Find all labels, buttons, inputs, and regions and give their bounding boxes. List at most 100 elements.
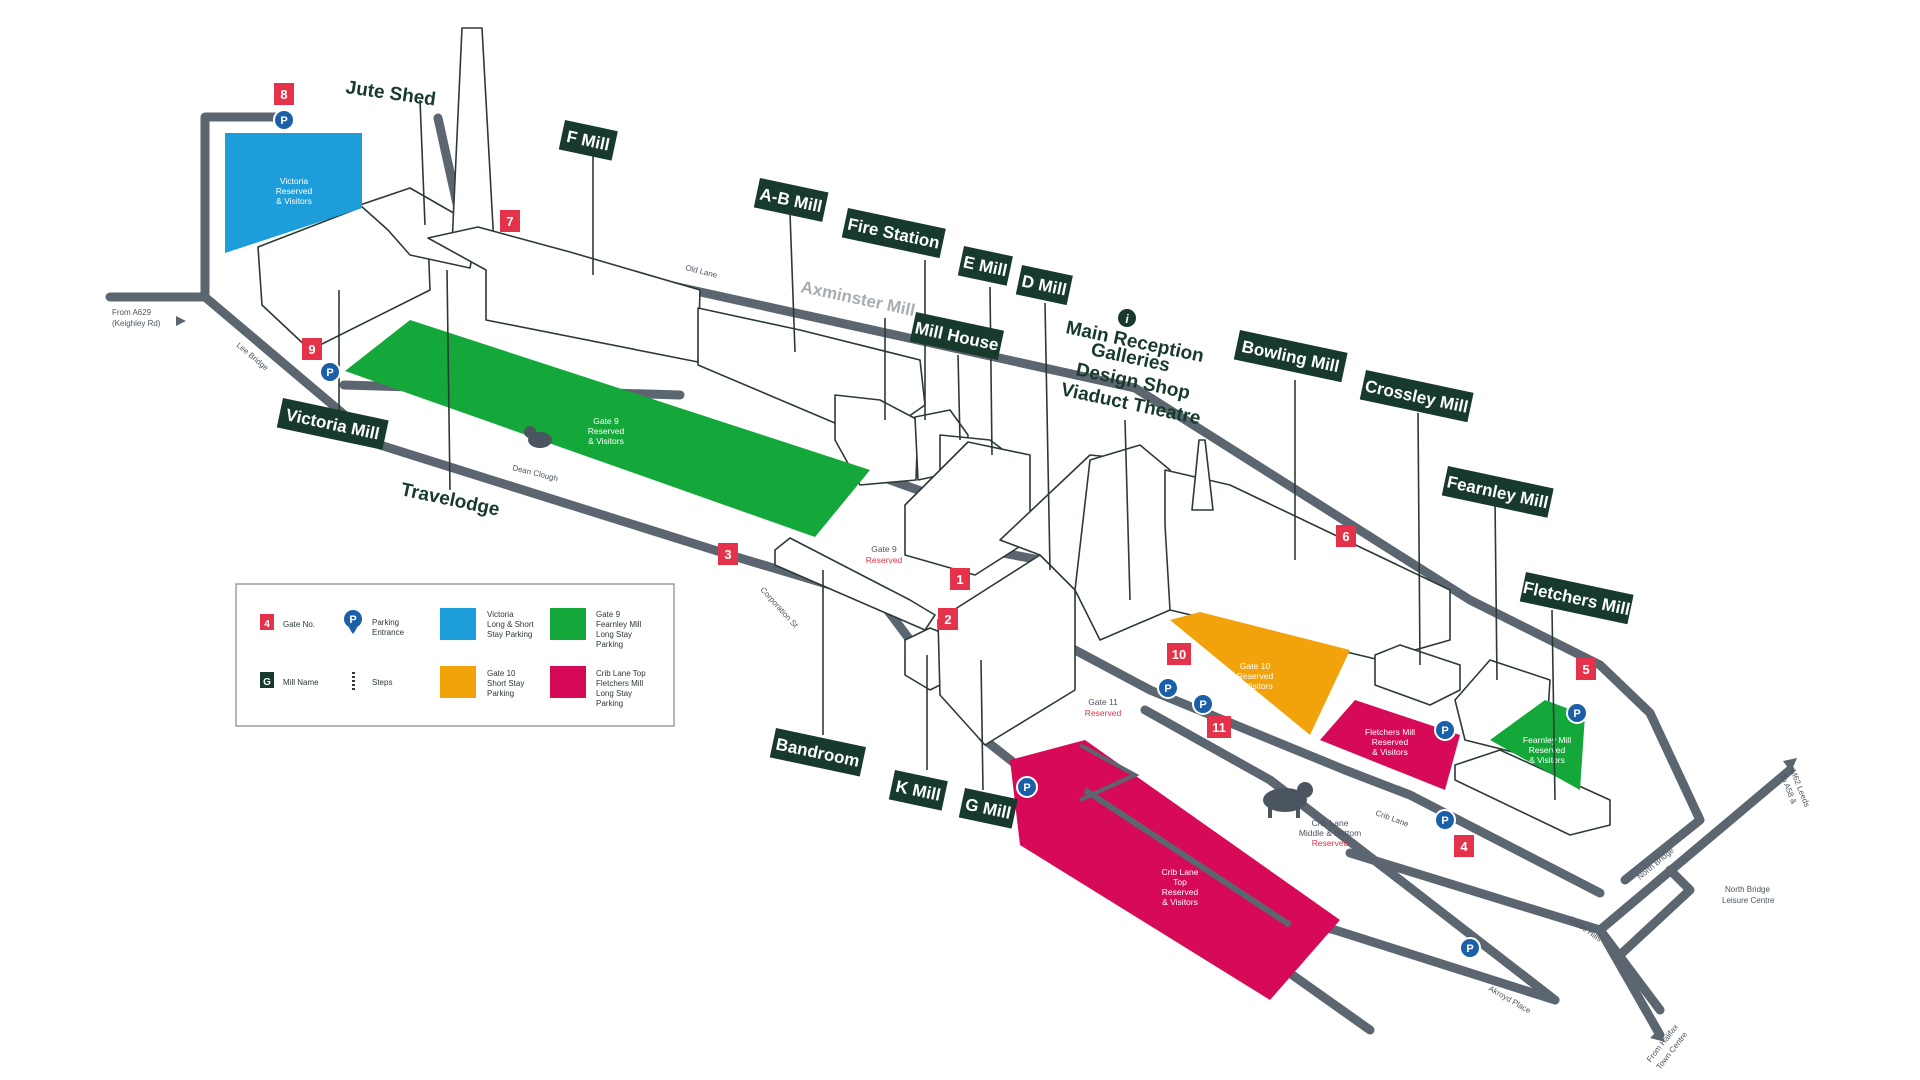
legend-crib-line1: Crib Lane Top: [596, 669, 646, 678]
direction-from-a629-line2: (Keighley Rd): [112, 319, 161, 328]
bull-sculpture-icon: [1263, 782, 1313, 818]
tag-fletchers-mill: Fletchers Mill: [1519, 572, 1634, 625]
svg-text:P: P: [1573, 708, 1580, 720]
gate-9[interactable]: 9: [302, 338, 322, 360]
svg-text:P: P: [349, 614, 356, 626]
road-north-bridge-spur: [1615, 865, 1695, 960]
arrow-up-right-icon: [1783, 758, 1797, 772]
gate-4[interactable]: 4: [1454, 835, 1474, 857]
street-dean-clough: Dean Clough: [512, 463, 559, 483]
reserved-labels: Gate 9 Reserved Gate 11 Reserved Crib La…: [866, 544, 1361, 848]
fletchers-annex: [1454, 749, 1611, 836]
crib-middle-line2: Middle & Bottom: [1299, 828, 1361, 838]
tag-g-mill: G Mill: [958, 788, 1018, 829]
legend-gate-sample: 4: [264, 619, 270, 630]
lot-gate10-line1: Gate 10: [1240, 661, 1271, 671]
tag-crossley-mill: Crossley Mill: [1359, 370, 1474, 423]
crib-top-internal-road: [1083, 787, 1292, 928]
legend-mill-sample: G: [263, 677, 271, 688]
label-leaders: [338, 99, 1556, 801]
parking-icon-fearnley[interactable]: P: [1566, 702, 1588, 724]
parking-icon-gate10a[interactable]: P: [1157, 677, 1179, 699]
leader-d-mill: [1044, 302, 1051, 571]
gate-1[interactable]: 1: [950, 568, 970, 590]
road-to-halifax: [1595, 925, 1665, 1040]
parking-icon-fletchers[interactable]: P: [1434, 719, 1456, 741]
svg-text:7: 7: [506, 214, 513, 229]
crib-middle-line1: Crib Lane: [1312, 818, 1349, 828]
lot-texts: Victoria Reserved & Visitors Gate 9 Rese…: [276, 176, 1571, 907]
crib-middle-status: Reserved: [1312, 838, 1349, 848]
street-old-lane: Old Lane: [685, 263, 719, 280]
road-crib-lane: [1010, 613, 1605, 898]
legend-parking-icon: P: [344, 610, 362, 634]
svg-text:5: 5: [1582, 662, 1589, 677]
leader-travelodge: [446, 269, 451, 491]
lot-fletchers-line1: Fletchers Mill: [1365, 727, 1415, 737]
legend-gate-swatch: [260, 614, 274, 630]
gate-10[interactable]: 10: [1167, 643, 1191, 665]
svg-text:3: 3: [724, 547, 731, 562]
lot-victoria-line3: & Visitors: [276, 196, 312, 206]
gate11-reserved-status: Reserved: [1085, 708, 1122, 718]
leader-e-mill: [989, 286, 993, 456]
svg-text:P: P: [1164, 683, 1171, 695]
tag-e-mill: E Mill: [957, 246, 1013, 286]
parking-icon-gate9[interactable]: P: [319, 361, 341, 383]
svg-text:2: 2: [944, 612, 951, 627]
info-icon: [1118, 309, 1136, 327]
gate-8[interactable]: 8: [274, 83, 294, 105]
parking-icon-akroyd[interactable]: P: [1459, 937, 1481, 959]
legend-gate-no: Gate No.: [283, 620, 315, 629]
lot-gate9: [345, 320, 870, 537]
svg-text:P: P: [1199, 699, 1206, 711]
gate-3[interactable]: 3: [718, 543, 738, 565]
legend-crib-swatch: [550, 666, 586, 698]
lot-crib-top-line3: Reserved: [1162, 887, 1199, 897]
lot-gate9-line3: & Visitors: [588, 436, 624, 446]
legend-gate9-swatch: [550, 608, 586, 640]
legend-crib-line4: Parking: [596, 699, 623, 708]
legend-victoria-swatch: [440, 608, 476, 640]
road-from-a629: [105, 112, 280, 302]
legend-steps: Steps: [372, 678, 392, 687]
lot-fearnley: [1490, 700, 1585, 790]
label-jute-shed: Jute Shed: [344, 77, 437, 110]
parking-icon-gate4[interactable]: P: [1434, 809, 1456, 831]
tag-fire-station: Fire Station: [841, 208, 946, 259]
legend-victoria-line2: Long & Short: [487, 620, 534, 629]
gate-11[interactable]: 11: [1207, 716, 1231, 738]
parking-icon-gate8[interactable]: P: [273, 109, 295, 131]
tag-fearnley-mill: Fearnley Mill: [1441, 466, 1554, 518]
svg-text:6: 6: [1342, 529, 1349, 544]
info-icon-glyph: i: [1125, 312, 1129, 326]
gate-2[interactable]: 2: [938, 608, 958, 630]
lot-crib-top-line4: & Visitors: [1162, 897, 1198, 907]
svg-text:P: P: [1441, 815, 1448, 827]
dog-sculpture-icon: [524, 426, 552, 448]
lot-victoria: [225, 133, 362, 253]
gate-6[interactable]: 6: [1336, 525, 1356, 547]
arrow-right-icon: [176, 316, 186, 326]
main-reception-building: [1074, 444, 1171, 641]
lot-gate10-line2: Reserved: [1237, 671, 1274, 681]
gate9-reserved-name: Gate 9: [871, 544, 897, 554]
leader-g-mill: [980, 659, 984, 791]
legend-gate9-line1: Gate 9: [596, 610, 621, 619]
lot-crib-top-line2: Top: [1173, 877, 1187, 887]
chimney-stack: [451, 27, 495, 246]
direction-from-a629-line1: From A629: [112, 308, 152, 317]
gate-5[interactable]: 5: [1576, 658, 1596, 680]
svg-text:10: 10: [1172, 647, 1186, 662]
gate-7[interactable]: 7: [500, 210, 520, 232]
legend-crib-line3: Long Stay: [596, 689, 632, 698]
leader-ab-mill: [789, 212, 796, 353]
crib-top-divider: [1079, 743, 1140, 802]
gate11-reserved-name: Gate 11: [1088, 697, 1118, 707]
lot-crib-top-line1: Crib Lane: [1162, 867, 1199, 877]
lot-fearnley-line3: & Visitors: [1529, 755, 1565, 765]
leader-fletchers-mill: [1551, 609, 1556, 801]
parking-icon-crib-top[interactable]: P: [1016, 776, 1038, 798]
legend: 4 Gate No. P Parking Entrance Victoria L…: [235, 583, 675, 727]
parking-icon-gate11[interactable]: P: [1192, 693, 1214, 715]
